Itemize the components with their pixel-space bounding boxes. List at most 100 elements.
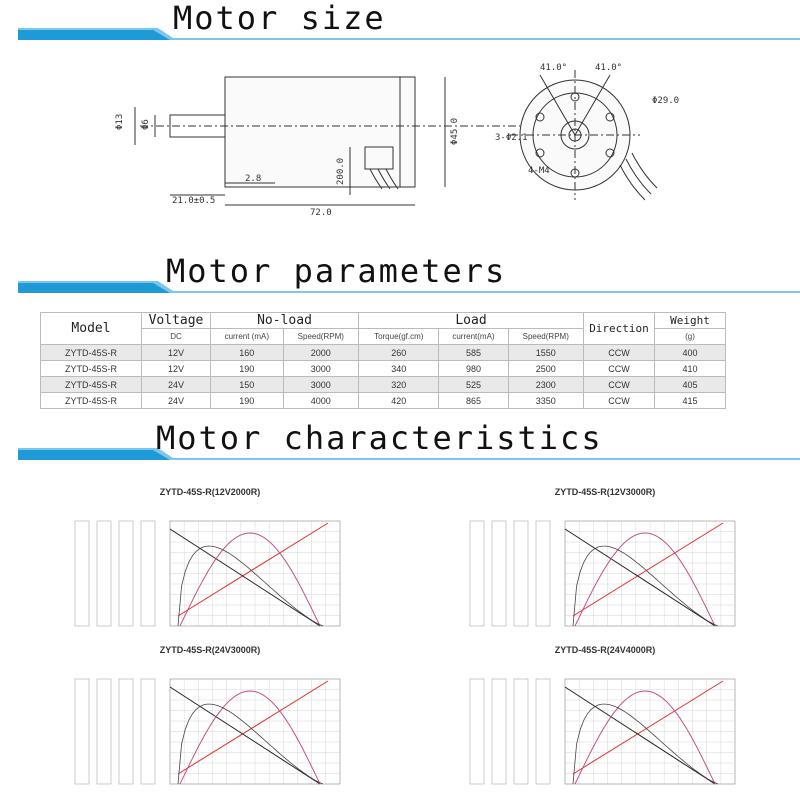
motor-size-title: Motor size (173, 0, 386, 37)
cell: 320 (358, 376, 440, 393)
cell: 190 (210, 392, 284, 409)
cell: 980 (438, 360, 509, 377)
speed-curve (169, 686, 321, 785)
characteristic-chart: ZYTD-45S-R(12V2000R) (60, 487, 360, 647)
dim-holes-small: 3-Φ2.1 (495, 133, 528, 143)
header-no-load: No-load (209, 312, 360, 329)
cell: 3000 (282, 376, 360, 393)
efficiency-curve (572, 545, 719, 627)
current-curve (177, 680, 329, 775)
dim-pcd: Φ29.0 (652, 96, 679, 106)
cell: ZYTD-45S-R (40, 360, 142, 377)
speed-curve (564, 528, 716, 627)
power-curve (574, 532, 716, 627)
speed-curve (564, 686, 716, 785)
chart-title: ZYTD-45S-R(24V3000R) (159, 645, 261, 655)
subheader-l-current: current(mA) (438, 328, 509, 345)
axis-strip (491, 678, 507, 785)
dim-boss: 2.8 (245, 174, 261, 184)
subheader-nl-current: current (mA) (210, 328, 284, 345)
axis-strip (96, 678, 112, 785)
cell: 150 (210, 376, 284, 393)
cell: 1550 (507, 344, 584, 361)
banner-stripe (18, 28, 800, 40)
dimension-svg: Φ13 Φ6 21.0±0.5 2.8 72.0 200.0 Φ45.0 41.… (115, 63, 679, 218)
efficiency-curve (177, 703, 324, 785)
cell: 420 (358, 392, 440, 409)
chart-plot (469, 520, 736, 627)
parameters-table: Model Voltage No-load Load Direction Wei… (40, 312, 726, 409)
axis-strip (118, 520, 134, 627)
characteristic-chart: ZYTD-45S-R(24V3000R) (60, 645, 360, 805)
current-curve (572, 522, 724, 617)
motor-characteristics-banner: Motor characteristics (18, 419, 800, 460)
axis-strip (513, 678, 529, 785)
dim-lead: 200.0 (336, 158, 346, 185)
cell: ZYTD-45S-R (40, 376, 142, 393)
cell: CCW (583, 376, 655, 393)
cell: 405 (654, 376, 726, 393)
axis-strip (74, 520, 90, 627)
efficiency-curve (177, 545, 324, 627)
motor-size-banner: Motor size (18, 0, 800, 40)
cell: 260 (358, 344, 440, 361)
cell: 410 (654, 360, 726, 377)
cell: 12V (141, 360, 211, 377)
chart-title: ZYTD-45S-R(12V3000R) (554, 487, 656, 497)
power-curve (179, 532, 321, 627)
subheader-l-speed: Speed(RPM) (507, 328, 584, 345)
motor-parameters-banner: Motor parameters (18, 252, 800, 293)
cell: 585 (438, 344, 509, 361)
speed-curve (169, 528, 321, 627)
cell: 2500 (507, 360, 584, 377)
cell: 160 (210, 344, 284, 361)
axis-strip (74, 678, 90, 785)
cell: 2000 (282, 344, 360, 361)
subheader-torque: Torque(gf.cm) (358, 328, 440, 345)
cell: 3000 (282, 360, 360, 377)
axis-strip (140, 678, 156, 785)
dim-shaft-outer: Φ13 (115, 114, 125, 130)
motor-characteristics-title: Motor characteristics (156, 419, 603, 457)
efficiency-curve (572, 703, 719, 785)
chart-plot (74, 678, 341, 785)
cell: 340 (358, 360, 440, 377)
banner-stripe (18, 281, 800, 293)
axis-strip (535, 678, 551, 785)
chart-title: ZYTD-45S-R(24V4000R) (554, 645, 656, 655)
cell: 415 (654, 392, 726, 409)
axis-strip (535, 520, 551, 627)
cell: CCW (583, 392, 655, 409)
motor-parameters-title: Motor parameters (166, 252, 507, 290)
header-model: Model (40, 312, 142, 345)
axis-strip (140, 520, 156, 627)
dim-shaft-inner: Φ6 (141, 119, 151, 130)
dim-angle-right: 41.0° (595, 63, 622, 73)
axis-strip (469, 678, 485, 785)
header-weight: Weight (654, 312, 726, 329)
motor-dimension-drawing: Φ13 Φ6 21.0±0.5 2.8 72.0 200.0 Φ45.0 41.… (100, 55, 720, 225)
axis-strip (491, 520, 507, 627)
dim-length: 72.0 (310, 208, 332, 218)
cell: 24V (141, 376, 211, 393)
cell: 865 (438, 392, 509, 409)
current-curve (177, 522, 329, 617)
dim-diameter: Φ45.0 (450, 118, 460, 145)
cell: 2300 (507, 376, 584, 393)
power-curve (179, 690, 321, 785)
header-direction: Direction (583, 312, 655, 345)
cell: 525 (438, 376, 509, 393)
cell: 400 (654, 344, 726, 361)
current-curve (572, 680, 724, 775)
cell: 12V (141, 344, 211, 361)
banner-stripe (18, 448, 800, 460)
axis-strip (96, 520, 112, 627)
axis-strip (469, 520, 485, 627)
cell: ZYTD-45S-R (40, 392, 142, 409)
cell: 190 (210, 360, 284, 377)
characteristic-chart: ZYTD-45S-R(12V3000R) (455, 487, 755, 647)
cell: 3350 (507, 392, 584, 409)
dim-shaft-length: 21.0±0.5 (172, 196, 215, 206)
